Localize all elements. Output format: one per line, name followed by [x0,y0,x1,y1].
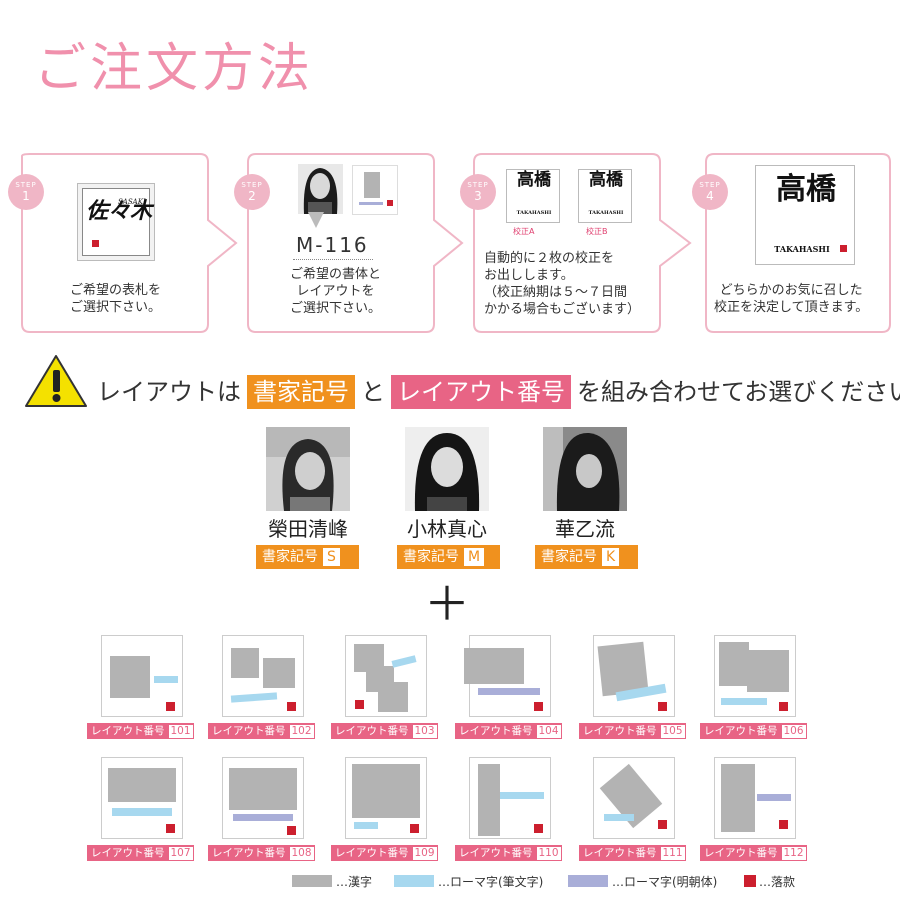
layout-thumb-111[interactable] [593,757,675,839]
calligrapher-name: 小林真心 [407,517,487,541]
layout-thumb-106[interactable] [714,635,796,717]
proof-b-label: 校正B [586,227,608,236]
step-2-calligrapher-photo [298,164,343,214]
legend-swatch-kanji [292,875,332,887]
step-1-romaji: SASAKI [118,198,146,206]
layout-number-tag: レイアウト番号 [391,375,571,409]
step-2-code: M-116 [296,233,369,257]
calligrapher-photo-m [405,427,489,511]
step-1-text: ご希望の表札をご選択下さい。 [70,283,162,315]
layout-thumb-103[interactable] [345,635,427,717]
step-3-proof-b[interactable]: 高橋 TAKAHASHI [578,169,632,223]
page-title: ご注文方法 [34,39,315,99]
calligrapher-name: 榮田清峰 [268,517,348,541]
layout-thumb-112[interactable] [714,757,796,839]
layout-thumb-109[interactable] [345,757,427,839]
legend-label: …ローマ字(明朝体) [612,875,718,889]
layout-thumb-104[interactable] [464,635,551,717]
layout-thumb-110[interactable] [469,757,551,839]
legend-swatch-romaji-brush [394,875,434,887]
legend-label: …落款 [759,875,796,889]
proof-a-label: 校正A [513,227,535,236]
step-4-final-sample[interactable]: 高橋 TAKAHASHI [755,165,855,265]
layout-thumb-107[interactable] [101,757,183,839]
layout-thumb-101[interactable] [101,635,183,717]
layout-thumb-105[interactable] [593,635,675,717]
legend-label: …ローマ字(筆文字) [438,875,544,889]
legend-swatch-seal [744,875,756,887]
calligrapher-name: 華乙流 [555,517,615,541]
calligrapher-photo-s [266,427,350,511]
layout-thumb-108[interactable] [222,757,304,839]
step-2-layout-sample[interactable] [352,165,398,215]
step-1-nameplate-sample[interactable]: 佐々木 SASAKI [77,183,155,261]
pointer-icon [308,212,324,228]
seal-icon [840,245,847,252]
legend-swatch-romaji-mincho [568,875,608,887]
step-2-text: ご希望の書体とレイアウトをご選択下さい。 [290,267,382,316]
layout-thumb-102[interactable] [222,635,304,717]
step-3-text: 自動的に２枚の校正をお出しします。（校正納期は５〜７日間かかる場合もございます） [484,251,641,317]
plus-icon: ＋ [424,577,470,631]
dotted-divider [293,259,373,260]
legend-label: …漢字 [336,875,373,889]
warning-icon [25,355,87,407]
step-1-kanji: 佐々木 [86,198,153,224]
seal-icon [92,240,99,247]
step-3-proof-a[interactable]: 高橋 TAKAHASHI [506,169,560,223]
calligrapher-code-tag: 書家記号 [247,375,355,409]
layout-instruction: レイアウトは書家記号とレイアウト番号を組み合わせてお選びください [97,372,900,409]
step-4-text: どちらかのお気に召した校正を決定して頂きます。 [714,283,869,315]
calligrapher-photo-k [543,427,627,511]
